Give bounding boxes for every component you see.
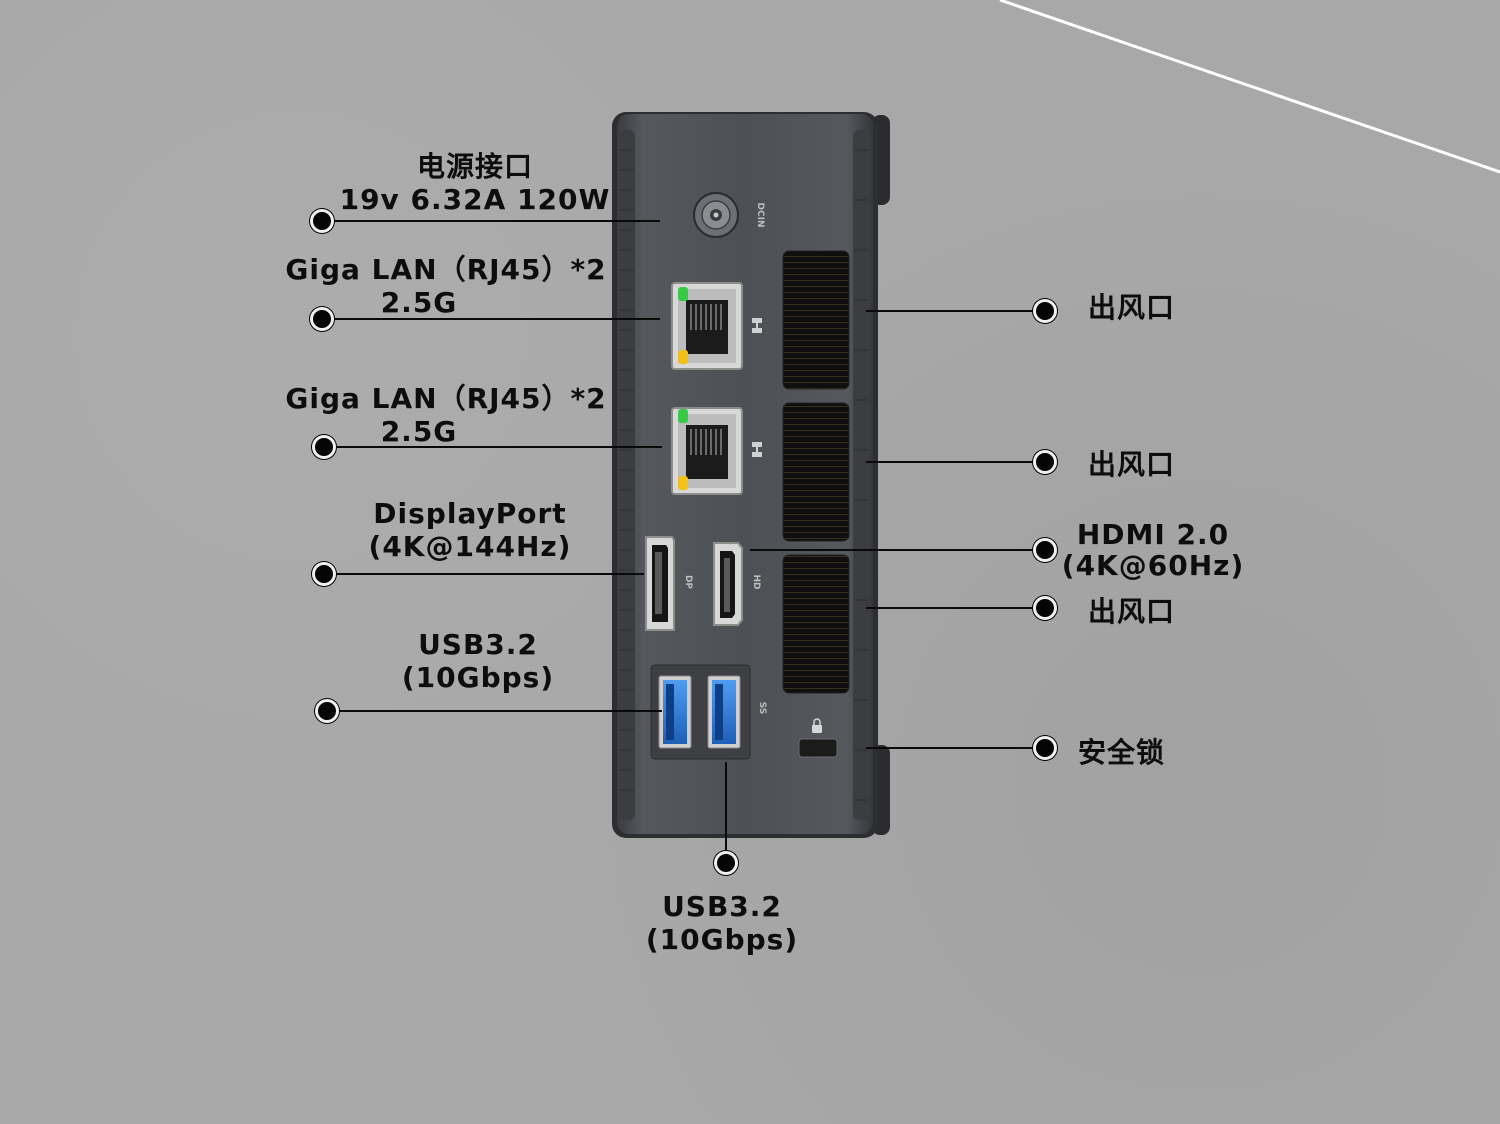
dot-dp bbox=[312, 562, 336, 586]
dot-usb-left bbox=[315, 699, 339, 723]
usb-port-1 bbox=[658, 675, 692, 749]
ss-mark: SS bbox=[757, 702, 767, 715]
label-usb-bottom: USB3.2 (10Gbps) bbox=[604, 890, 840, 956]
line-usb-bottom bbox=[725, 762, 727, 864]
dot-lan2 bbox=[312, 435, 336, 459]
line-power bbox=[322, 220, 660, 222]
dcin-mark: DCIN bbox=[755, 203, 765, 228]
network-icon bbox=[752, 442, 762, 457]
dp-spec: (4K@144Hz) bbox=[368, 530, 572, 563]
line-lock bbox=[866, 747, 1046, 749]
hdmi-title: HDMI 2.0 bbox=[1076, 518, 1230, 551]
dot-lock bbox=[1033, 736, 1057, 760]
lan2-speed: 2.5G bbox=[380, 415, 458, 448]
displayport-port bbox=[645, 536, 675, 631]
label-vent1: 出风口 bbox=[1088, 291, 1176, 324]
decor-diagonal-line bbox=[999, 0, 1500, 174]
usb-left-spec: (10Gbps) bbox=[401, 661, 555, 694]
vent-2 bbox=[782, 402, 850, 542]
line-lan1 bbox=[322, 318, 660, 320]
vent-1 bbox=[782, 250, 850, 390]
lan1-speed: 2.5G bbox=[380, 286, 458, 319]
dp-mark: DP bbox=[683, 575, 693, 589]
usb-port-2 bbox=[707, 675, 741, 749]
lan-port-2 bbox=[671, 407, 743, 495]
dp-title: DisplayPort bbox=[373, 497, 567, 530]
dot-usb-bottom bbox=[714, 851, 738, 875]
security-lock-slot bbox=[798, 738, 838, 758]
label-hdmi: HDMI 2.0 (4K@60Hz) bbox=[1060, 519, 1246, 581]
vent-3 bbox=[782, 554, 850, 694]
label-vent3: 出风口 bbox=[1088, 595, 1176, 628]
power-spec: 19v 6.32A 120W bbox=[339, 183, 611, 216]
label-power: 电源接口 19v 6.32A 120W bbox=[300, 150, 650, 216]
label-lock: 安全锁 bbox=[1078, 736, 1166, 769]
dot-power bbox=[310, 209, 334, 233]
dot-lan1 bbox=[310, 307, 334, 331]
hdmi-spec: (4K@60Hz) bbox=[1061, 549, 1245, 582]
line-dp bbox=[322, 573, 644, 575]
hd-mark: HD bbox=[751, 574, 761, 589]
dot-hdmi bbox=[1033, 538, 1057, 562]
usb-bottom-title: USB3.2 bbox=[662, 890, 782, 923]
label-dp: DisplayPort (4K@144Hz) bbox=[330, 497, 610, 563]
line-lan2 bbox=[322, 446, 662, 448]
label-lan1: Giga LAN（RJ45）*2 2.5G bbox=[270, 253, 622, 319]
usb-bottom-spec: (10Gbps) bbox=[645, 923, 799, 956]
lan2-led-green bbox=[678, 409, 688, 423]
label-lan2: Giga LAN（RJ45）*2 2.5G bbox=[270, 382, 622, 448]
dc-in-port bbox=[693, 192, 739, 238]
lan1-led-green bbox=[678, 287, 688, 301]
label-vent2: 出风口 bbox=[1088, 448, 1176, 481]
line-usb-left bbox=[326, 710, 662, 712]
dot-vent2 bbox=[1033, 450, 1057, 474]
line-vent2 bbox=[866, 461, 1046, 463]
power-title: 电源接口 bbox=[416, 150, 533, 183]
usb-left-title: USB3.2 bbox=[418, 628, 538, 661]
label-usb-left: USB3.2 (10Gbps) bbox=[360, 628, 596, 694]
network-icon bbox=[752, 318, 762, 333]
line-hdmi bbox=[750, 549, 1046, 551]
lan-port-1 bbox=[671, 282, 743, 370]
lan2-led-yellow bbox=[678, 476, 688, 490]
dot-vent1 bbox=[1033, 299, 1057, 323]
dot-vent3 bbox=[1033, 596, 1057, 620]
lan1-led-yellow bbox=[678, 350, 688, 364]
hdmi-port bbox=[713, 542, 743, 626]
lan1-title: Giga LAN（RJ45）*2 bbox=[285, 253, 607, 286]
lock-icon bbox=[812, 718, 822, 733]
lan2-title: Giga LAN（RJ45）*2 bbox=[285, 382, 607, 415]
line-vent1 bbox=[866, 310, 1046, 312]
line-vent3 bbox=[866, 607, 1046, 609]
